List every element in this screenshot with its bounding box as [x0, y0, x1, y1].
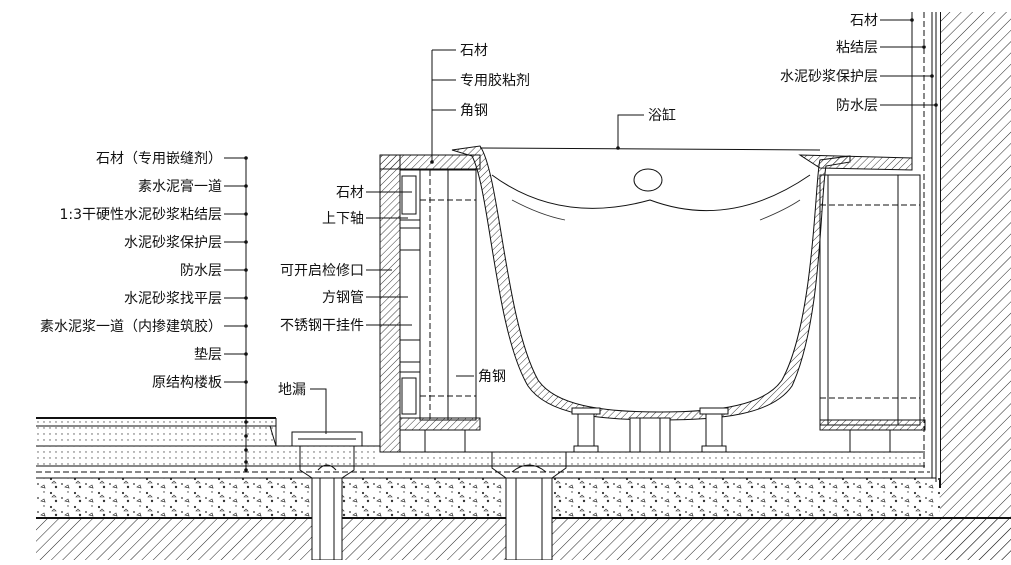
left-apron [379, 154, 481, 453]
bathtub [451, 145, 913, 453]
svg-text:素水泥浆一道（内掺建筑胶）: 素水泥浆一道（内掺建筑胶） [40, 318, 222, 335]
panel-side-leaders: 石材 上下轴 可开启检修口 方钢管 不锈钢干挂件 [280, 185, 412, 334]
label-left-5: 水泥砂浆找平层 [124, 291, 248, 307]
label-left-0: 石材（专用嵌缝剂） [96, 151, 248, 167]
label-left-1: 素水泥膏一道 [138, 178, 248, 195]
label-panel-side-2: 可开启检修口 [280, 263, 392, 279]
label-panel-side-0: 石材 [336, 185, 412, 201]
panel-top-leaders: 石材 专用胶粘剂 角钢 [430, 43, 530, 164]
label-bathtub: 浴缸 [616, 107, 676, 150]
label-left-8: 原结构楼板 [152, 375, 248, 391]
svg-text:垫层: 垫层 [194, 347, 222, 363]
svg-text:原结构楼板: 原结构楼板 [152, 375, 222, 391]
svg-text:专用胶粘剂: 专用胶粘剂 [460, 72, 530, 89]
svg-text:上下轴: 上下轴 [322, 211, 364, 227]
label-right-0: 石材 [850, 13, 914, 29]
label-panel-top-1: 专用胶粘剂 [432, 72, 530, 89]
svg-text:水泥砂浆保护层: 水泥砂浆保护层 [780, 69, 878, 85]
label-panel-top-2: 角钢 [432, 103, 488, 119]
svg-text:水泥砂浆保护层: 水泥砂浆保护层 [124, 235, 222, 251]
svg-text:石材: 石材 [336, 185, 364, 201]
right-frame [819, 174, 926, 452]
label-left-6: 素水泥浆一道（内掺建筑胶） [40, 318, 248, 335]
svg-text:方钢管: 方钢管 [322, 290, 364, 306]
svg-text:浴缸: 浴缸 [648, 107, 676, 124]
svg-text:粘结层: 粘结层 [836, 40, 878, 56]
label-right-3: 防水层 [836, 98, 938, 114]
svg-text:不锈钢干挂件: 不锈钢干挂件 [280, 318, 364, 334]
svg-text:地漏: 地漏 [278, 382, 306, 398]
label-left-7: 垫层 [194, 347, 248, 363]
label-panel-side-1: 上下轴 [322, 211, 408, 227]
svg-text:角钢: 角钢 [460, 103, 488, 119]
svg-text:石材: 石材 [460, 43, 488, 59]
label-panel-side-4: 不锈钢干挂件 [280, 318, 412, 334]
floor-drain-left [291, 431, 363, 561]
svg-text:石材（专用嵌缝剂）: 石材（专用嵌缝剂） [96, 151, 222, 167]
label-panel-top-0: 石材 [432, 43, 488, 59]
floor-drain-right [484, 451, 574, 561]
svg-text:可开启检修口: 可开启检修口 [280, 263, 364, 279]
svg-text:1:3干硬性水泥砂浆粘结层: 1:3干硬性水泥砂浆粘结层 [59, 207, 222, 223]
label-right-1: 粘结层 [836, 40, 926, 56]
label-panel-side-3: 方钢管 [322, 290, 408, 306]
label-left-4: 防水层 [180, 263, 248, 279]
right-wall-leaders: 石材 粘结层 水泥砂浆保护层 防水层 [780, 13, 938, 114]
svg-text:防水层: 防水层 [180, 263, 222, 279]
svg-text:水泥砂浆找平层: 水泥砂浆找平层 [124, 291, 222, 307]
label-left-3: 水泥砂浆保护层 [124, 235, 248, 251]
svg-text:防水层: 防水层 [836, 98, 878, 114]
label-left-2: 1:3干硬性水泥砂浆粘结层 [59, 207, 248, 223]
svg-text:石材: 石材 [850, 13, 878, 29]
svg-text:角钢: 角钢 [478, 369, 506, 385]
label-right-2: 水泥砂浆保护层 [780, 69, 934, 85]
label-floor-drain: 地漏 [278, 382, 327, 434]
svg-text:素水泥膏一道: 素水泥膏一道 [138, 178, 222, 195]
left-leaders: 石材（专用嵌缝剂） 素水泥膏一道 1:3干硬性水泥砂浆粘结层 水泥砂浆保护层 防… [40, 151, 248, 472]
label-angle-steel-low: 角钢 [456, 369, 506, 385]
